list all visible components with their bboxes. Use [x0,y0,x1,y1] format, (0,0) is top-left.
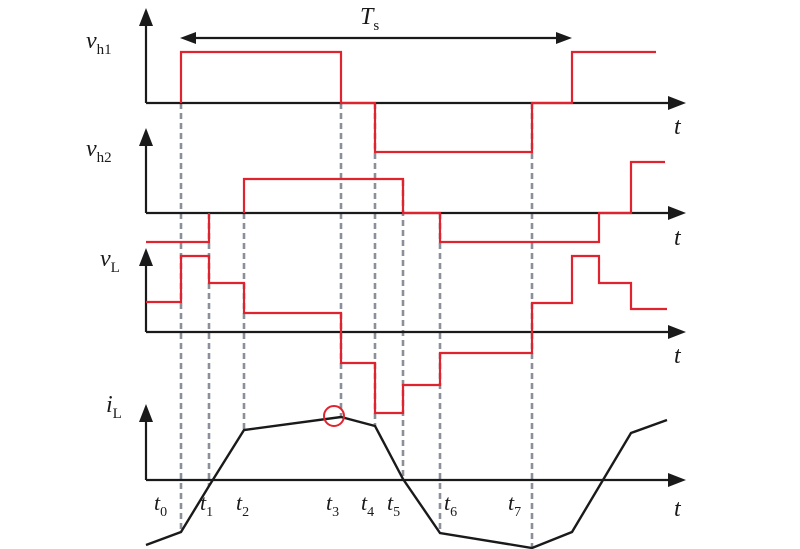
vh2-t-label: t [674,225,682,251]
label-t2: t2 [236,490,249,520]
peak-current-marker [323,405,345,427]
vh2-y-arrowhead [139,128,153,146]
vh2-t-arrowhead [668,206,686,220]
label-vh2: vh2 [86,136,112,166]
iL-waveform [145,415,668,549]
vh2-waveform-b [242,160,665,244]
iL-t-arrowhead [668,473,686,487]
label-t6: t6 [444,490,457,520]
label-t3: t3 [326,490,339,520]
vL-t-label: t [674,343,682,369]
waveforms [145,50,668,549]
vh1-y-arrowhead [139,8,153,26]
label-vL: vL [100,246,120,276]
vL-y-arrowhead [139,248,153,266]
period-arrow-left-head [180,32,196,44]
label-iL: iL [106,392,122,422]
label-t5: t5 [387,490,400,520]
period-arrow-right-head [556,32,572,44]
signal-labels: vh1 vh2 vL iL [86,28,122,422]
label-t1: t1 [200,490,213,520]
time-axis-labels: t t t t [674,114,682,522]
iL-t-label: t [674,496,682,522]
label-vh1: vh1 [86,28,112,58]
axes [139,8,686,487]
vh1-t-label: t [674,114,682,140]
vh2-waveform-a [146,213,211,244]
time-instant-labels: t0 t1 t2 t3 t4 t5 t6 t7 [154,490,521,520]
guide-lines [179,103,534,548]
period-label: Ts [360,4,379,34]
vL-waveform [146,254,667,415]
period-marker: Ts [180,4,572,44]
iL-y-arrowhead [139,404,153,422]
vh1-waveform [179,50,656,154]
vL-t-arrowhead [668,325,686,339]
label-t7: t7 [508,490,521,520]
label-t0: t0 [154,490,167,520]
label-t4: t4 [361,490,374,520]
vh1-t-arrowhead [668,96,686,110]
